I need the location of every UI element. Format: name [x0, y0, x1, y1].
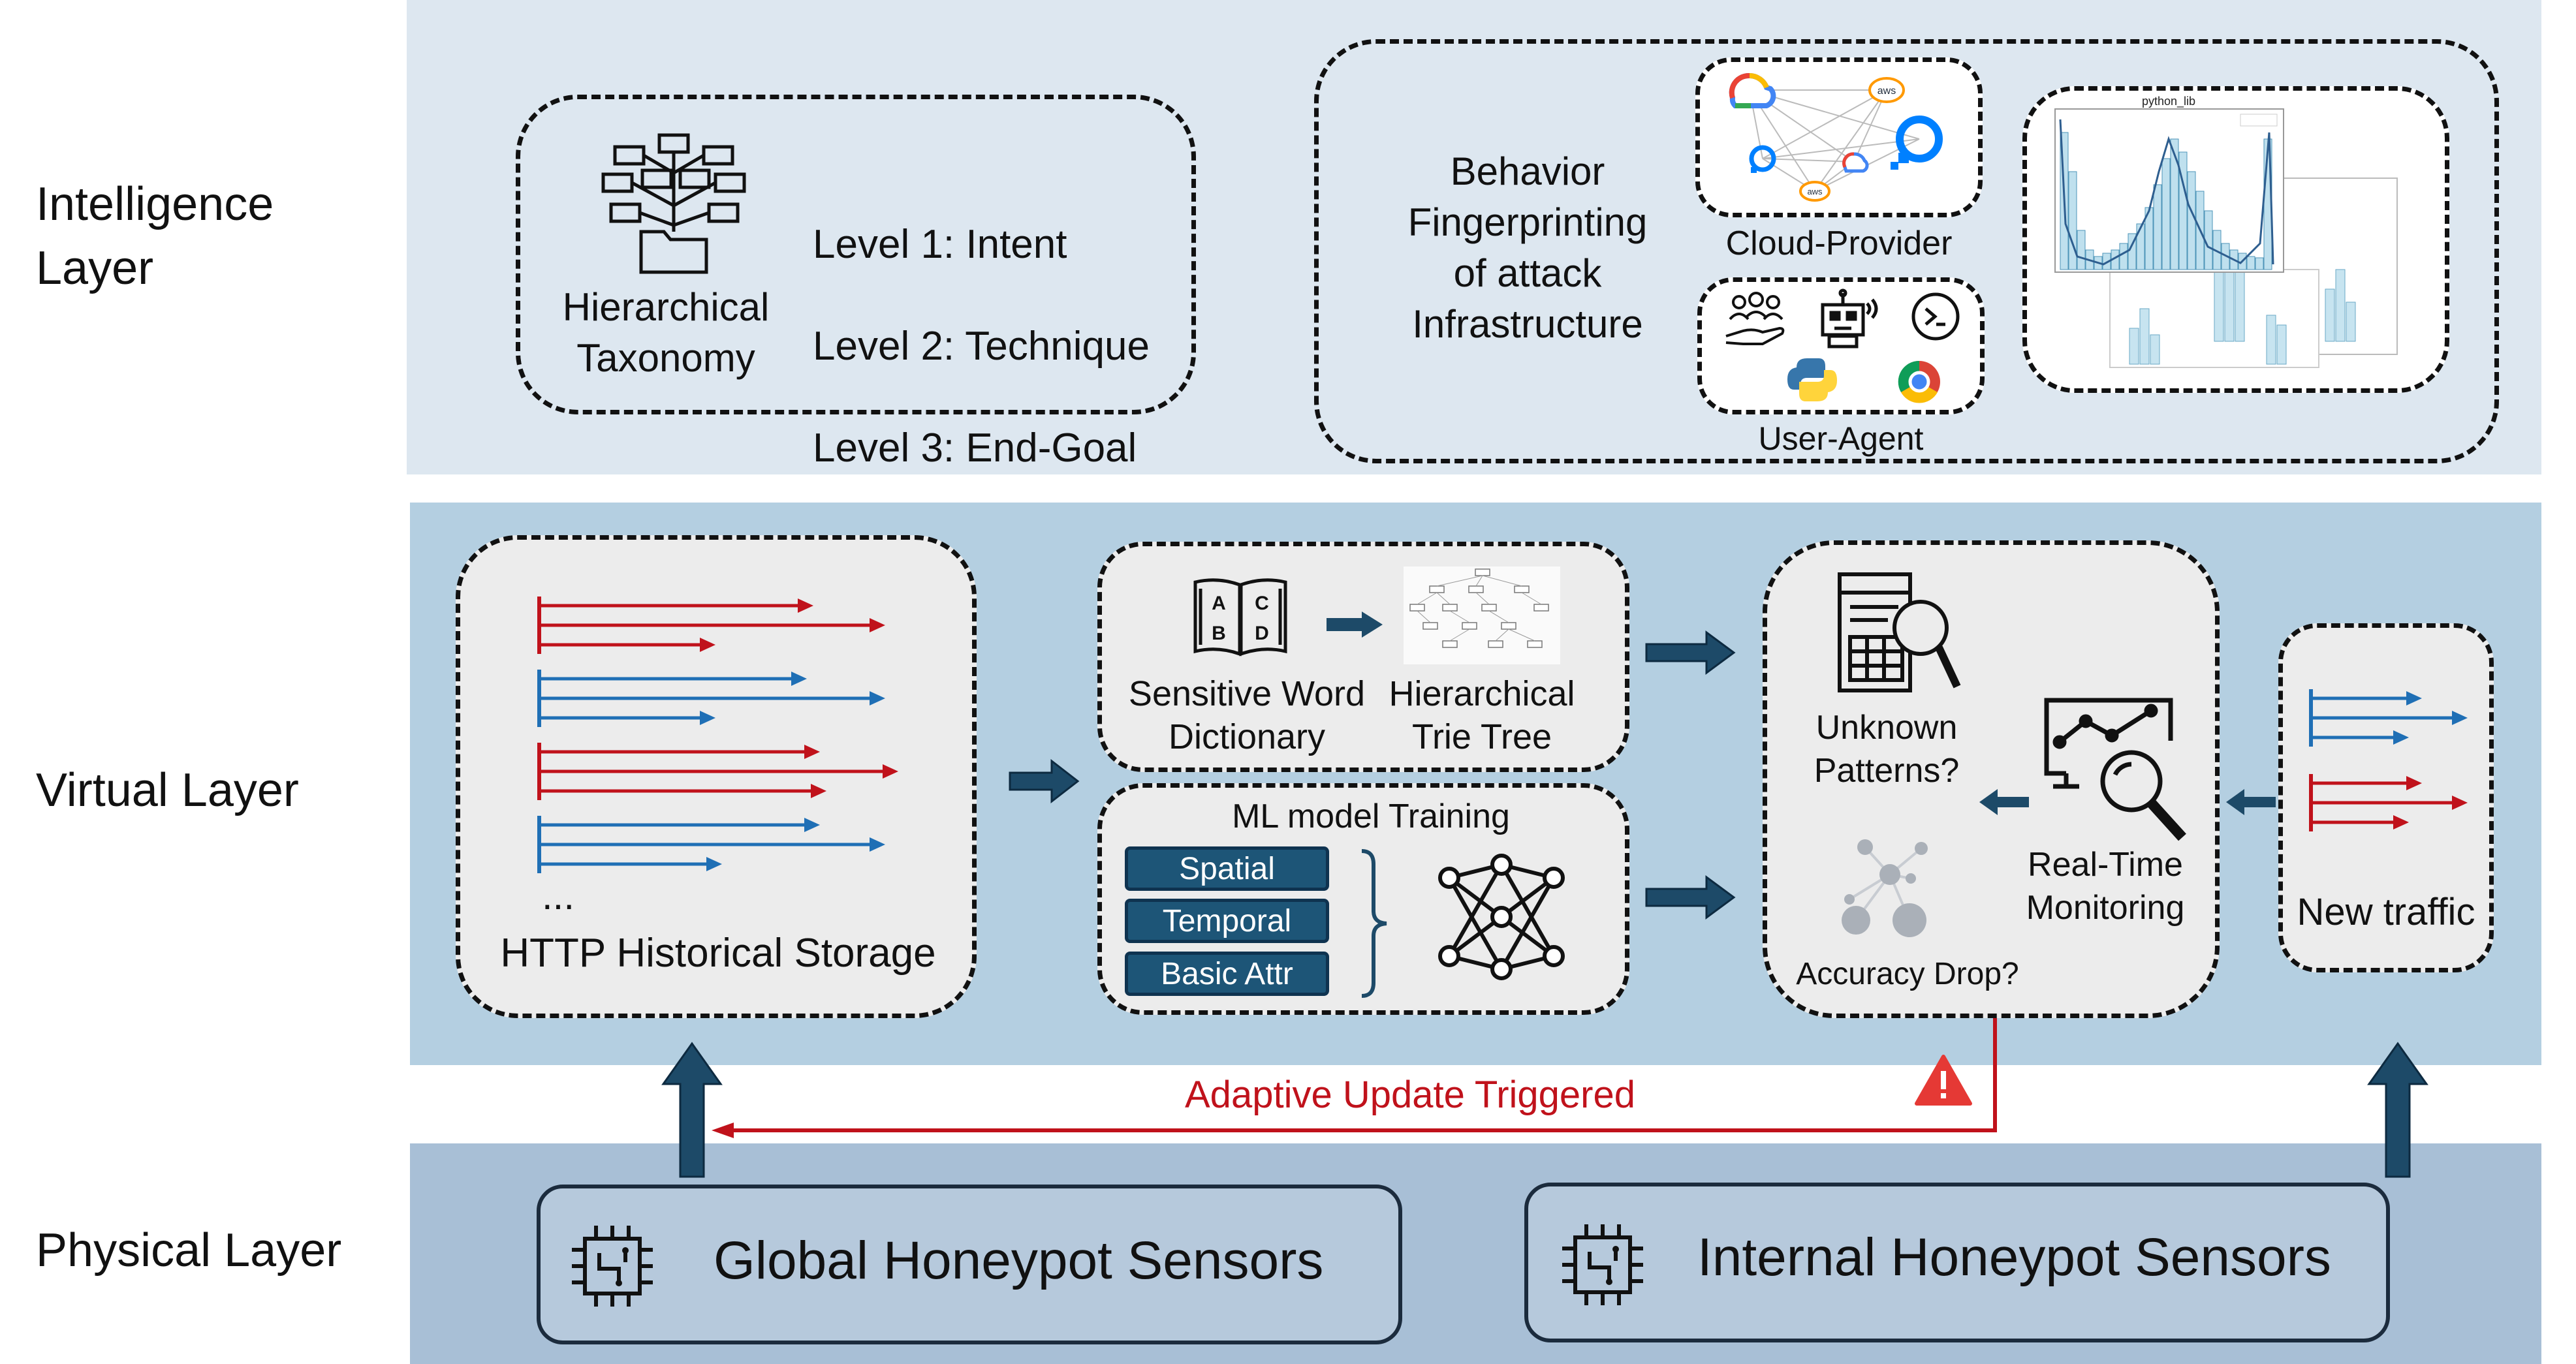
flow-arrowhead	[2406, 776, 2422, 790]
book-letter-c: C	[1255, 593, 1269, 614]
warning-triangle-icon	[1915, 1055, 1972, 1106]
histogram-bar	[2187, 171, 2196, 270]
behavior-fingerprint-box	[1314, 39, 2499, 463]
aws-label-small: aws	[1807, 187, 1823, 196]
global-to-storage-arrow	[661, 1042, 723, 1178]
histogram-bar	[2255, 257, 2264, 270]
new-traffic-arrows-icon	[2309, 689, 2468, 831]
dictionary-book-icon: A C B D	[1193, 578, 1287, 657]
internal-sensors-label: Internal Honeypot Sensors	[1697, 1228, 2331, 1287]
histogram-bar	[2170, 138, 2179, 270]
flow-arrowhead	[706, 857, 722, 871]
ml-training-title: ML model Training	[1232, 798, 1510, 835]
flow-arrowhead	[870, 837, 885, 852]
flow-group-blue-1	[537, 670, 885, 727]
feature-brace	[1361, 849, 1387, 998]
trie-to-monitoring-arrow	[1645, 630, 1736, 675]
user-agent-label: User-Agent	[1758, 420, 1924, 457]
feature-temporal: Temporal	[1125, 899, 1329, 943]
virtual-layer-label: Virtual Layer	[36, 764, 299, 816]
flow-arrowhead	[791, 672, 807, 686]
accuracy-network-icon	[1842, 839, 1928, 937]
histogram-bar	[2246, 256, 2255, 270]
physical-layer-label: Physical Layer	[36, 1224, 342, 1277]
adaptive-update-label: Adaptive Update Triggered	[1185, 1074, 1635, 1116]
adaptive-update-line	[712, 1018, 1997, 1138]
new-traffic-label: New traffic	[2297, 891, 2475, 933]
flow-arrowhead	[811, 784, 826, 798]
internal-to-traffic-arrow	[2367, 1042, 2428, 1178]
intelligence-layer-label: Intelligence Layer	[36, 178, 274, 294]
unknown-patterns-label: Unknown Patterns?	[1814, 709, 1960, 790]
monitoring-screen-icon	[2044, 698, 2186, 841]
dictionary-label: Sensitive Word Dictionary	[1128, 674, 1366, 756]
histogram-bar	[2136, 223, 2145, 270]
taxonomy-box	[516, 95, 1196, 414]
flow-arrowhead	[2393, 815, 2409, 829]
chip-icon-internal	[1562, 1224, 1643, 1305]
ml-to-monitoring-arrow	[1645, 875, 1736, 920]
histogram-bar	[2077, 230, 2086, 270]
feature-basic-attr: Basic Attr	[1125, 952, 1329, 996]
flow-arrowhead	[870, 691, 885, 705]
storage-to-process-arrow	[1009, 758, 1080, 804]
flow-arrowhead	[870, 618, 885, 632]
cloud-provider-label: Cloud-Provider	[1725, 225, 1953, 262]
histogram-bar	[2068, 171, 2077, 270]
flow-arrowhead	[2393, 730, 2409, 745]
aws-label: aws	[1877, 85, 1896, 97]
histogram-bar	[2119, 243, 2128, 270]
histogram-bar	[2161, 158, 2171, 270]
behavior-fingerprint-label: Behavior Fingerprinting of attack Infras…	[1407, 149, 1648, 346]
http-storage-box	[456, 535, 977, 1018]
trie-tree-icon	[1404, 566, 1560, 664]
flow-arrowhead	[2452, 796, 2468, 810]
traffic-group-red	[2309, 774, 2468, 831]
global-sensors-box	[537, 1185, 1402, 1344]
flow-arrows-icon	[537, 597, 898, 873]
global-sensors-label: Global Honeypot Sensors	[714, 1231, 1324, 1290]
level-2: Level 2: Technique	[813, 324, 1150, 369]
internal-sensors-box	[1524, 1183, 2390, 1342]
traffic-to-monitoring-arrow	[2226, 789, 2276, 815]
flow-arrowhead	[883, 764, 898, 779]
chip-icon	[572, 1226, 653, 1307]
accuracy-drop-label: Accuracy Drop?	[1796, 957, 2019, 991]
histogram-charts-icon: python_lib	[2054, 95, 2398, 368]
flow-group-red-1	[537, 597, 885, 654]
flow-group-red-2	[537, 743, 898, 800]
feature-spatial: Spatial	[1125, 846, 1329, 891]
flow-arrowhead	[2406, 691, 2422, 705]
flow-arrowhead	[700, 638, 715, 652]
flow-group-blue-2	[537, 816, 885, 873]
neural-network-icon	[1438, 854, 1565, 980]
storage-ellipsis: ...	[542, 874, 575, 918]
book-letter-a: A	[1212, 593, 1226, 614]
histogram-bar	[2178, 151, 2188, 270]
histogram-title: python_lib	[2142, 95, 2195, 108]
flow-arrowhead	[2452, 711, 2468, 725]
taxonomy-levels: Level 1: Intent Level 2: Technique Level…	[813, 168, 1150, 525]
new-traffic-box	[2278, 623, 2494, 972]
realtime-monitoring-label: Real-Time Monitoring	[2026, 846, 2185, 927]
histogram-bar	[2153, 184, 2162, 270]
level-3: Level 3: End-Goal	[813, 426, 1137, 471]
level-1: Level 1: Intent	[813, 222, 1067, 267]
trie-label: Hierarchical Trie Tree	[1389, 674, 1575, 756]
monitoring-to-patterns-arrow	[1979, 789, 2029, 815]
user-agent-icons	[1725, 288, 1960, 403]
book-letter-b: B	[1212, 623, 1226, 644]
storage-label: HTTP Historical Storage	[500, 931, 936, 976]
flow-arrowhead	[700, 711, 715, 725]
flow-arrowhead	[798, 598, 813, 613]
taxonomy-label: Hierarchical Taxonomy	[562, 285, 770, 380]
cloud-network-icon: aws aws	[1729, 72, 1943, 202]
flow-arrowhead	[804, 745, 820, 759]
book-letter-d: D	[1255, 623, 1269, 644]
dictionary-to-trie-arrow	[1327, 612, 1383, 638]
taxonomy-tree-icon	[601, 133, 746, 274]
pattern-search-icon	[1838, 572, 1961, 692]
traffic-group-blue	[2309, 689, 2468, 747]
flow-arrowhead	[804, 818, 820, 832]
